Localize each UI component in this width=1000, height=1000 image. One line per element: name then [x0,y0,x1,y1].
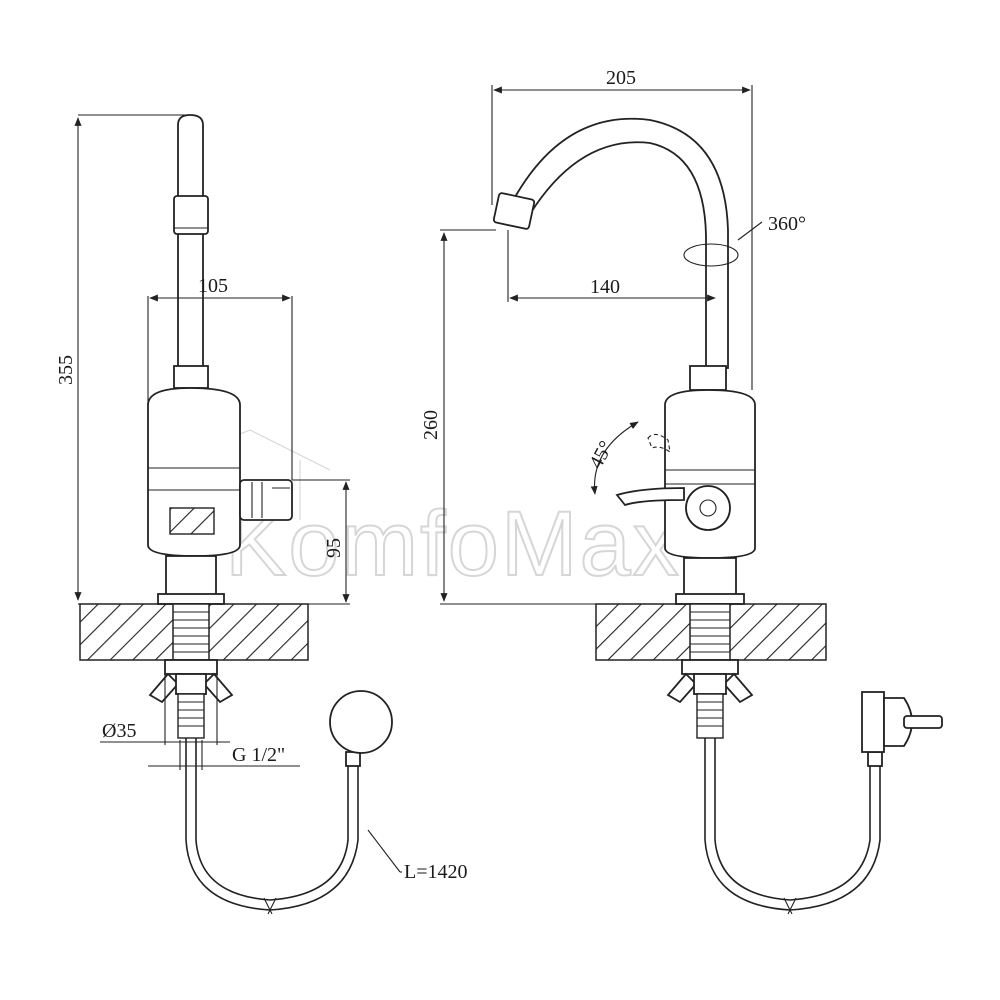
dim-lever-angle: 45° [585,437,618,472]
side-wing-nut [148,672,234,704]
front-aerator [492,192,536,230]
dim-rotation: 360° [768,213,806,235]
front-wing-nut [666,672,754,704]
front-cable [704,738,881,911]
side-lever [239,479,293,521]
dim-total-height: 355 [55,355,77,385]
front-view: 205 140 260 360° 45° [420,67,943,915]
front-plug [861,691,943,753]
side-view: 355 105 95 Ø35 G 1/2" L=1420 [55,114,468,915]
side-aerator [173,195,209,235]
dim-lever-height: 95 [323,538,345,558]
watermark: KomfoMax [149,429,681,596]
dim-thread: G 1/2" [232,744,285,766]
dim-mount-diameter: Ø35 [102,720,136,742]
dim-body-width: 105 [198,275,228,297]
side-neck [165,555,217,597]
front-knob [685,485,731,531]
side-spout-pipe [177,114,204,371]
dim-45-arc [590,421,639,495]
front-spout [506,117,729,369]
dim-spout-height: 260 [420,410,442,440]
dim-cable-length: L=1420 [404,861,468,883]
side-display-panel [169,507,215,535]
dim-spout-offset: 140 [590,276,620,298]
side-plug [329,690,393,754]
watermark-brand-text: KomfoMax [225,493,681,595]
side-collar [173,365,209,389]
dim-spout-reach: 205 [606,67,636,89]
front-heater-body [664,389,756,559]
